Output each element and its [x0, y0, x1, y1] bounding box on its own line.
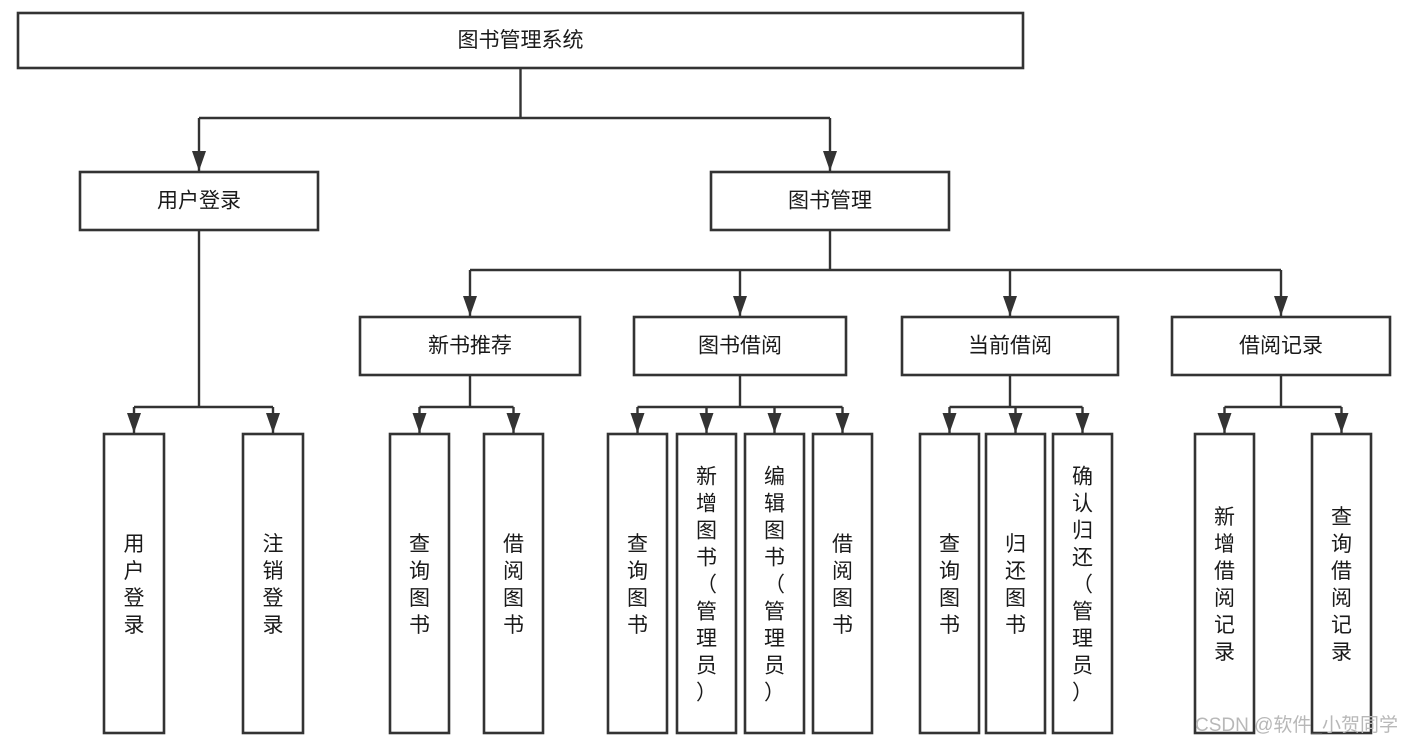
node-leaf-return-book-label: 归还图书: [1005, 533, 1026, 637]
arrow-head-icon: [192, 151, 206, 171]
node-leaf-add-book-admin[interactable]: 新增图书（管理员）: [675, 432, 738, 735]
node-leaf-return-book[interactable]: 归还图书: [984, 432, 1047, 735]
node-user-login[interactable]: 用户登录: [78, 170, 320, 232]
arrow-head-icon: [1008, 413, 1023, 433]
node-leaf-add-borrow-record[interactable]: 新增借阅记录: [1193, 432, 1256, 735]
node-new-book-recommend-label: 新书推荐: [428, 335, 512, 358]
node-root-root-label: 图书管理系统: [458, 29, 584, 52]
node-leaf-add-book-admin-box[interactable]: [675, 432, 738, 735]
arrow-head-icon: [942, 413, 957, 433]
arrow-head-icon: [699, 413, 714, 433]
node-current-borrow[interactable]: 当前借阅: [900, 315, 1120, 377]
node-leaf-borrow-book-recommend-label: 借阅图书: [503, 533, 524, 637]
arrow-head-icon: [266, 413, 280, 433]
node-root-root[interactable]: 图书管理系统: [16, 11, 1025, 70]
node-leaf-query-book-recommend-label: 查询图书: [409, 533, 430, 637]
node-borrow-record-box[interactable]: [1170, 315, 1392, 377]
node-leaf-return-book-box[interactable]: [984, 432, 1047, 735]
node-leaf-query-book-recommend-box[interactable]: [388, 432, 451, 735]
node-leaf-query-borrow-record-box[interactable]: [1310, 432, 1373, 735]
node-user-login-label: 用户登录: [157, 190, 241, 213]
connector-layer: [127, 68, 1349, 433]
arrow-head-icon: [1334, 413, 1349, 433]
node-leaf-confirm-return-admin-label: 确认归还（管理员）: [1072, 466, 1093, 705]
node-book-borrow-box[interactable]: [632, 315, 848, 377]
node-user-login-box[interactable]: [78, 170, 320, 232]
node-book-management[interactable]: 图书管理: [709, 170, 951, 232]
node-book-management-label: 图书管理: [788, 190, 872, 213]
node-leaf-query-book-recommend[interactable]: 查询图书: [388, 432, 451, 735]
node-leaf-query-book-label: 查询图书: [627, 533, 648, 637]
node-leaf-edit-book-admin-box[interactable]: [743, 432, 806, 735]
arrow-head-icon: [767, 413, 782, 433]
node-leaf-edit-book-admin-label: 编辑图书（管理员）: [764, 466, 785, 705]
node-leaf-user-login-label: 用户登录: [124, 533, 145, 637]
arrow-head-icon: [823, 151, 837, 171]
node-new-book-recommend-box[interactable]: [358, 315, 582, 377]
arrow-head-icon: [127, 413, 141, 433]
arrow-head-icon: [1217, 413, 1232, 433]
arrow-head-icon: [506, 413, 521, 433]
node-current-borrow-label: 当前借阅: [968, 335, 1052, 358]
arrow-head-icon: [1075, 413, 1090, 433]
node-leaf-user-logout-box[interactable]: [241, 432, 305, 735]
node-leaf-query-book-current[interactable]: 查询图书: [918, 432, 981, 735]
node-book-borrow[interactable]: 图书借阅: [632, 315, 848, 377]
node-borrow-record-label: 借阅记录: [1239, 335, 1323, 358]
node-leaf-confirm-return-admin-box[interactable]: [1051, 432, 1114, 735]
node-leaf-user-logout-label: 注销登录: [263, 533, 284, 637]
node-leaf-add-borrow-record-box[interactable]: [1193, 432, 1256, 735]
node-book-borrow-label: 图书借阅: [698, 335, 782, 358]
node-leaf-borrow-book-recommend[interactable]: 借阅图书: [482, 432, 545, 735]
node-root-root-box[interactable]: [16, 11, 1025, 70]
node-leaf-add-borrow-record-label: 新增借阅记录: [1214, 506, 1235, 664]
node-leaf-borrow-book-recommend-box[interactable]: [482, 432, 545, 735]
node-leaf-query-borrow-record-label: 查询借阅记录: [1331, 506, 1352, 664]
node-leaf-add-book-admin-label: 新增图书（管理员）: [696, 466, 717, 705]
arrow-head-icon: [1003, 296, 1017, 316]
csdn-watermark: CSDN @软件_小贺同学: [1195, 714, 1398, 736]
arrow-head-icon: [630, 413, 645, 433]
arrow-head-icon: [733, 296, 747, 316]
node-leaf-query-book-box[interactable]: [606, 432, 669, 735]
node-leaf-query-borrow-record[interactable]: 查询借阅记录: [1310, 432, 1373, 735]
node-layer: 图书管理系统用户登录图书管理新书推荐图书借阅当前借阅借阅记录用户登录注销登录查询…: [16, 11, 1392, 735]
node-borrow-record[interactable]: 借阅记录: [1170, 315, 1392, 377]
arrow-head-icon: [463, 296, 477, 316]
node-book-management-box[interactable]: [709, 170, 951, 232]
node-leaf-edit-book-admin[interactable]: 编辑图书（管理员）: [743, 432, 806, 735]
node-leaf-user-login-box[interactable]: [102, 432, 166, 735]
node-leaf-borrow-book-box[interactable]: [811, 432, 874, 735]
node-leaf-query-book-current-box[interactable]: [918, 432, 981, 735]
node-leaf-query-book[interactable]: 查询图书: [606, 432, 669, 735]
node-leaf-query-book-current-label: 查询图书: [939, 533, 960, 637]
node-current-borrow-box[interactable]: [900, 315, 1120, 377]
arrow-head-icon: [1274, 296, 1288, 316]
arrow-head-icon: [835, 413, 850, 433]
node-leaf-confirm-return-admin[interactable]: 确认归还（管理员）: [1051, 432, 1114, 735]
node-leaf-borrow-book-label: 借阅图书: [832, 533, 853, 637]
arrow-head-icon: [412, 413, 427, 433]
node-leaf-borrow-book[interactable]: 借阅图书: [811, 432, 874, 735]
node-leaf-user-logout[interactable]: 注销登录: [241, 432, 305, 735]
node-new-book-recommend[interactable]: 新书推荐: [358, 315, 582, 377]
node-leaf-user-login[interactable]: 用户登录: [102, 432, 166, 735]
